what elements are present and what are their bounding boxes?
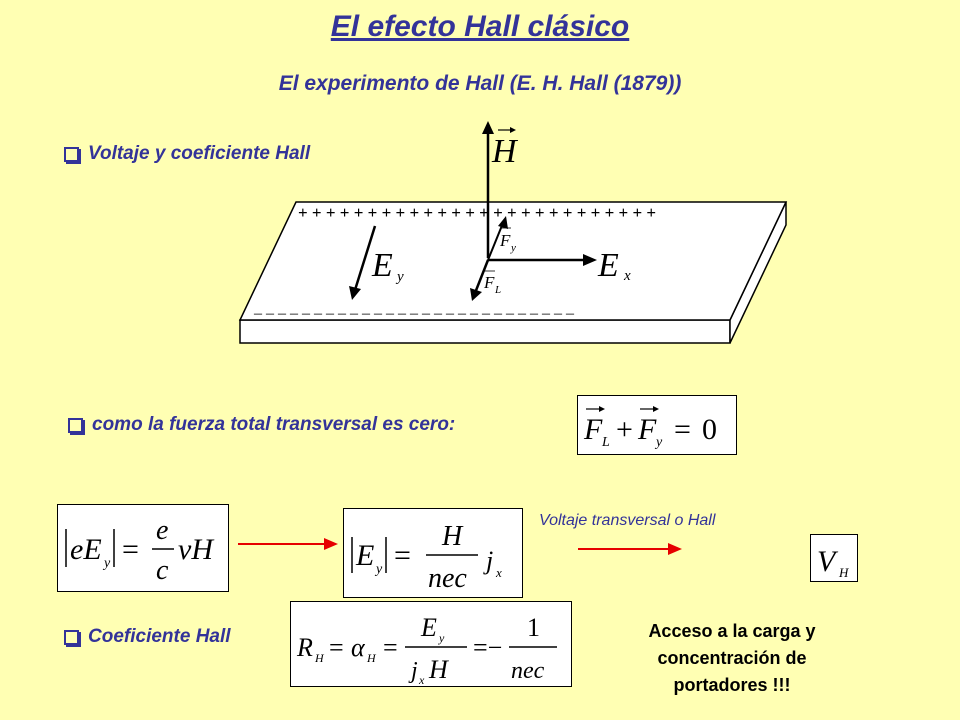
- svg-text:j: j: [483, 546, 493, 575]
- svg-text:x: x: [623, 268, 631, 284]
- svg-text:eE: eE: [70, 533, 102, 566]
- svg-text:x: x: [418, 673, 425, 687]
- Ey-arrowhead-icon: [349, 286, 361, 300]
- svg-text:y: y: [102, 556, 111, 571]
- equation-field-magnitude: E y = H nec j x: [343, 508, 523, 598]
- equation-hall-coefficient: R H = α H = E y j x H =− 1 nec: [290, 601, 572, 687]
- svg-text:H: H: [428, 655, 449, 684]
- red-arrow-2: [578, 543, 682, 555]
- svg-text:=: =: [329, 633, 344, 662]
- svg-text:+: +: [616, 413, 633, 446]
- slab-front-face: [239, 319, 731, 344]
- bullet-voltage-label: Voltaje y coeficiente Hall: [88, 143, 311, 164]
- Fy-arrowhead-icon: [498, 216, 508, 229]
- equation-hall-voltage: V H: [810, 534, 858, 582]
- svg-text:j: j: [408, 658, 418, 684]
- svg-text:H: H: [314, 651, 325, 665]
- checkbox-bullet-icon: [64, 146, 79, 162]
- svg-text:c: c: [156, 555, 169, 586]
- svg-text:=: =: [383, 633, 398, 662]
- svg-text:y: y: [438, 631, 445, 645]
- checkbox-bullet-icon: [64, 629, 79, 645]
- equation-force-balance: F L + F y = 0: [577, 395, 737, 455]
- svg-text:V: V: [817, 545, 839, 578]
- svg-text:E: E: [355, 539, 374, 572]
- svg-text:1: 1: [527, 613, 540, 642]
- label-Fy: F: [499, 231, 511, 250]
- svg-text:y: y: [374, 562, 383, 577]
- conclusion-text: Acceso a la carga y concentración de por…: [648, 621, 816, 695]
- svg-text:0: 0: [702, 413, 717, 446]
- Fy-vector-line: [487, 222, 504, 261]
- Ex-arrowhead-icon: [583, 254, 597, 266]
- page-subtitle: El experimento de Hall (E. H. Hall (1879…: [278, 72, 682, 95]
- hall-slab-diagram: + + + + + + + + + + + + + + + + + + + + …: [238, 121, 788, 344]
- svg-text:y: y: [654, 435, 663, 450]
- svg-text:L: L: [601, 435, 610, 450]
- svg-text:H: H: [366, 651, 377, 665]
- label-FL: F: [483, 273, 495, 292]
- svg-text:F: F: [637, 413, 657, 446]
- positive-charges: + + + + + + + + + + + + + + + + + + + + …: [298, 203, 656, 222]
- equation-force-magnitude: eE y = e c vH: [57, 504, 229, 592]
- svg-text:vH: vH: [178, 533, 215, 566]
- svg-text:nec: nec: [511, 658, 545, 684]
- label-Ex: E: [597, 247, 619, 284]
- svg-text:H: H: [838, 565, 849, 580]
- note-transverse-voltage: Voltaje transversal o Hall: [539, 512, 716, 529]
- svg-text:=: =: [122, 533, 139, 566]
- svg-text:e: e: [156, 515, 168, 546]
- Ey-vector-line: [353, 225, 377, 291]
- page-title: El efecto Hall clásico: [330, 10, 630, 43]
- checkbox-bullet-icon: [68, 417, 83, 433]
- bullet-force: como la fuerza total transversal es cero…: [68, 414, 455, 436]
- svg-text:=: =: [394, 539, 411, 572]
- negative-charges: – – – – – – – – – – – – – – – – – – – – …: [253, 305, 575, 322]
- FL-arrowhead-icon: [470, 288, 482, 301]
- svg-text:F: F: [583, 413, 603, 446]
- svg-text:nec: nec: [428, 563, 467, 594]
- bullet-coefficient-label: Coeficiente Hall: [88, 626, 231, 647]
- svg-text:H: H: [441, 521, 464, 552]
- svg-text:R: R: [296, 633, 313, 662]
- svg-text:=−: =−: [473, 633, 502, 662]
- bullet-voltage: Voltaje y coeficiente Hall: [64, 143, 310, 165]
- label-H: H: [491, 133, 519, 170]
- svg-text:=: =: [674, 413, 691, 446]
- red-arrow-1: [238, 538, 338, 550]
- label-Ey: E: [371, 247, 393, 284]
- svg-text:x: x: [495, 565, 502, 580]
- svg-text:y: y: [395, 269, 404, 285]
- FL-vector-line: [473, 259, 490, 294]
- svg-text:y: y: [510, 242, 516, 254]
- svg-text:α: α: [351, 633, 366, 662]
- H-arrowhead-icon: [482, 121, 494, 134]
- svg-text:E: E: [420, 613, 437, 642]
- bullet-coefficient: Coeficiente Hall: [64, 626, 231, 648]
- svg-text:L: L: [494, 284, 501, 296]
- bullet-force-label: como la fuerza total transversal es cero…: [92, 414, 456, 435]
